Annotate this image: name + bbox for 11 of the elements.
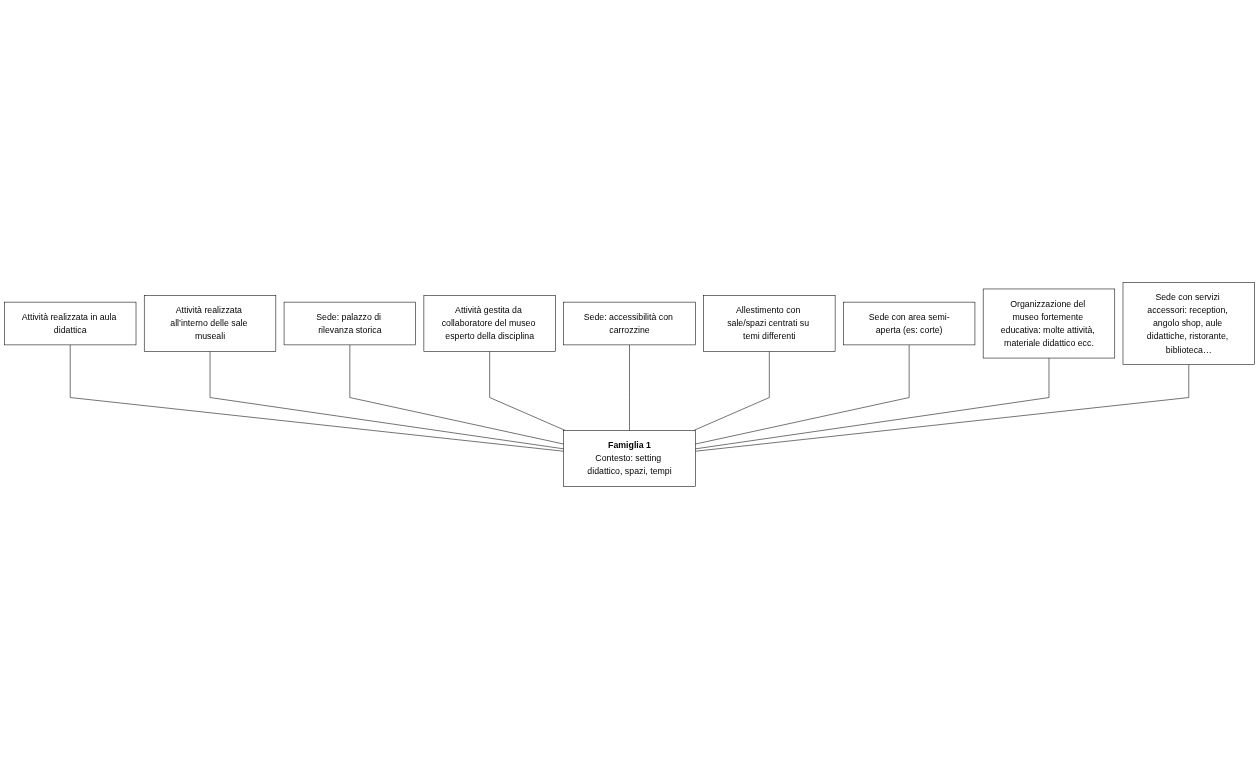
node-box: Sede con area semi-aperta (es: corte)	[843, 301, 976, 346]
node-box: Attività realizzata in aula didattica	[4, 301, 137, 346]
node-box: Attività gestita da collaboratore del museo esperto della disciplina	[423, 295, 556, 352]
connector	[489, 351, 566, 431]
node-box: Sede con servizi accessori: reception, angolo shop, aule didattiche, ristorante, biblioteca…	[1122, 282, 1255, 366]
node-box: Sede: palazzo di rilevanza storica	[283, 301, 416, 346]
node-box: Sede: accessibilità con carrozzine	[563, 301, 696, 346]
node-box: Allestimento con sale/spazi centrati su temi differenti	[703, 295, 836, 352]
node-box: Organizzazione del museo fortemente educativa: molte attività, materiale didattico ecc.	[982, 288, 1116, 359]
node-box: Famiglia 1 Contesto: setting didattico, spazi, tempi	[563, 430, 696, 487]
node-box: Attività realizzata all’interno delle sale museali	[143, 295, 277, 352]
